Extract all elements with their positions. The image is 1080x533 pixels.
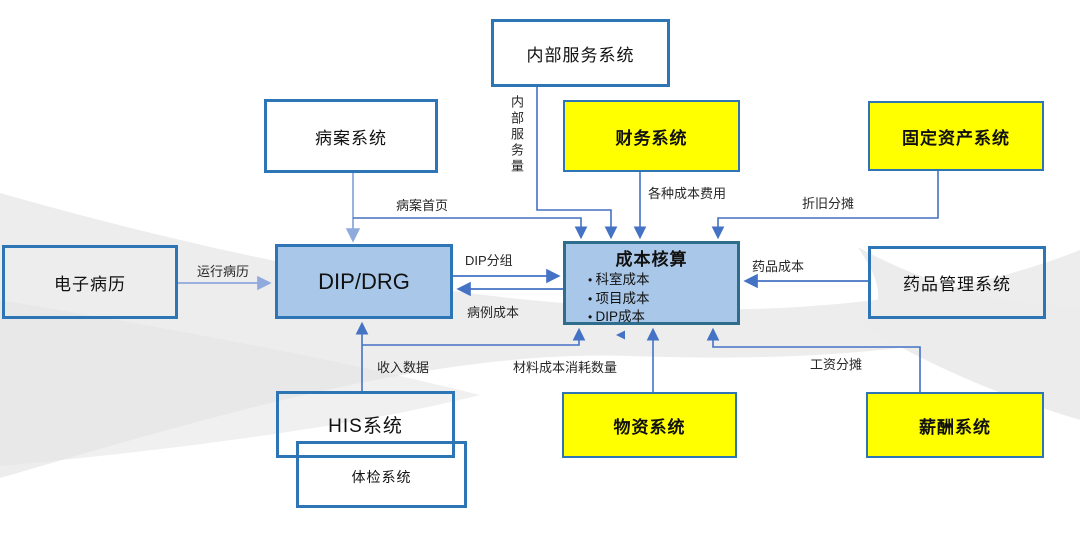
node-label: 固定资产系统 bbox=[902, 128, 1010, 148]
edge-label-case-cost: 病例成本 bbox=[467, 305, 520, 320]
node-physical-exam-system: 体检系统 bbox=[296, 441, 467, 508]
node-material-system: 物资系统 bbox=[562, 392, 737, 458]
node-label: 体检系统 bbox=[351, 469, 412, 485]
node-finance-system: 财务系统 bbox=[563, 100, 740, 172]
node-label: 内部服务系统 bbox=[526, 45, 635, 65]
edge-depreciation-line bbox=[711, 171, 939, 240]
cost-accounting-items: 科室成本 项目成本 DIP成本 bbox=[566, 271, 650, 327]
node-label: 电子病历 bbox=[54, 274, 126, 294]
node-label: 药品管理系统 bbox=[903, 275, 1011, 294]
edge-label-revenue-data: 收入数据 bbox=[377, 360, 430, 375]
node-label: 薪酬系统 bbox=[919, 417, 991, 437]
edge-label-record-front: 病案首页 bbox=[396, 198, 449, 213]
node-medical-record-system: 病案系统 bbox=[264, 99, 438, 173]
node-label: 病案系统 bbox=[315, 128, 387, 148]
node-label: DIP/DRG bbox=[318, 268, 410, 294]
edge-revenue-to-cost-line bbox=[362, 327, 586, 346]
cost-item-project: 项目成本 bbox=[588, 290, 650, 309]
edge-record-front-line bbox=[353, 217, 588, 240]
edge-label-dip-group: DIP分组 bbox=[465, 253, 513, 268]
edge-label-material-cost: 材料成本消耗数量 bbox=[513, 360, 618, 375]
cost-item-department: 科室成本 bbox=[588, 271, 650, 290]
node-label: 物资系统 bbox=[613, 417, 686, 437]
edge-label-depreciation: 折旧分摊 bbox=[802, 196, 855, 211]
edge-label-drug-cost: 药品成本 bbox=[752, 259, 805, 274]
edge-label-salary-share: 工资分摊 bbox=[810, 357, 863, 372]
node-internal-service-system: 内部服务系统 bbox=[491, 19, 670, 87]
node-payroll-system: 薪酬系统 bbox=[866, 392, 1044, 458]
cost-item-dip: DIP成本 bbox=[588, 308, 650, 327]
left-arrowhead-icon bbox=[616, 330, 625, 340]
node-his-system: HIS系统 bbox=[276, 391, 455, 458]
edge-label-run-record: 运行病历 bbox=[196, 264, 249, 279]
node-cost-accounting: 成本核算 科室成本 项目成本 DIP成本 bbox=[563, 241, 740, 325]
edge-salary-share-line bbox=[706, 327, 921, 392]
node-label: 财务系统 bbox=[615, 128, 688, 148]
node-emr: 电子病历 bbox=[2, 245, 178, 319]
node-fixed-asset-system: 固定资产系统 bbox=[868, 101, 1044, 171]
edge-internal-volume-line bbox=[536, 87, 618, 240]
cost-accounting-title: 成本核算 bbox=[615, 250, 688, 269]
node-dip-drg: DIP/DRG bbox=[275, 244, 453, 319]
edge-label-cost-expense: 各种成本费用 bbox=[648, 186, 727, 201]
node-drug-management-system: 药品管理系统 bbox=[868, 246, 1046, 319]
edge-label-internal-volume: 内部服务量 bbox=[509, 95, 524, 175]
node-label: HIS系统 bbox=[328, 416, 403, 437]
